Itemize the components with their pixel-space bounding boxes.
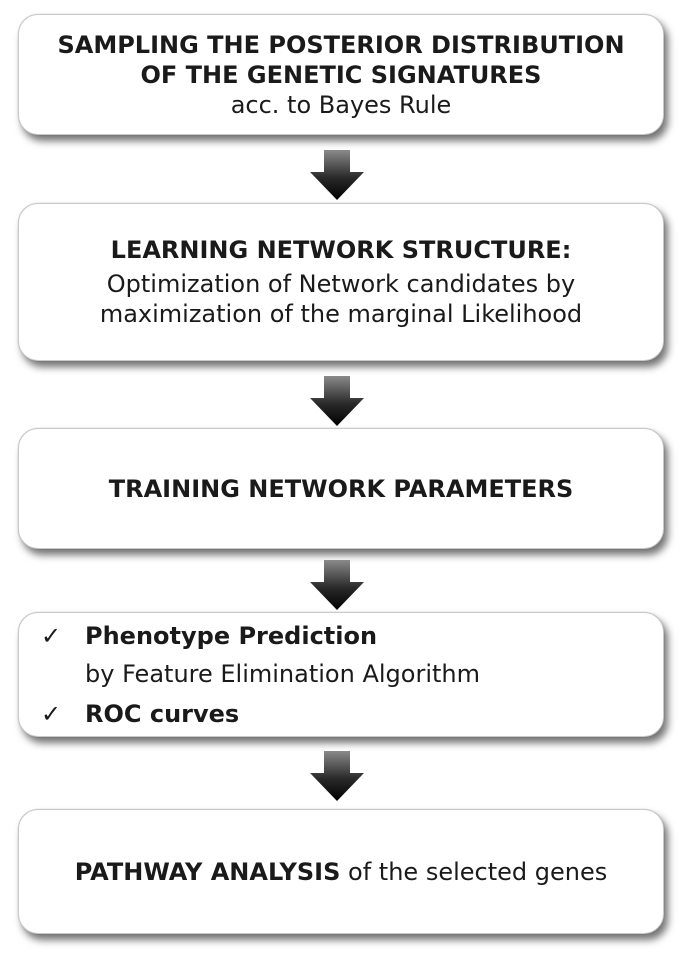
checklist-item-phenotype-detail: by Feature Elimination Algorithm [85,660,480,688]
step-learning-structure-desc-line1: Optimization of Network candidates by [106,270,576,298]
step-prediction-box: ✓ Phenotype Prediction by Feature Elimin… [18,612,664,737]
down-arrow-icon [310,560,364,610]
step-training-parameters-title: TRAINING NETWORK PARAMETERS [108,474,574,503]
checklist-item-roc: ✓ ROC curves [41,699,239,729]
step-learning-structure-title: LEARNING NETWORK STRUCTURE: [110,236,572,264]
step-pathway-analysis-bold: PATHWAY ANALYSIS [74,857,341,886]
step-pathway-analysis-rest: of the selected genes [340,857,608,886]
checklist-item-phenotype: ✓ Phenotype Prediction [41,621,377,651]
step-learning-structure-box: LEARNING NETWORK STRUCTURE: Optimization… [18,203,664,361]
step-sampling-subtitle: acc. to Bayes Rule [230,90,452,119]
step-pathway-analysis-text: PATHWAY ANALYSIS of the selected genes [75,857,607,887]
check-icon: ✓ [41,622,62,650]
down-arrow-icon [310,751,364,801]
step-sampling-title-line2: OF THE GENETIC SIGNATURES [140,60,542,89]
step-training-parameters-box: TRAINING NETWORK PARAMETERS [18,428,664,549]
step-sampling-title-line1: SAMPLING THE POSTERIOR DISTRIBUTION [57,30,625,59]
down-arrow-icon [310,376,364,426]
down-arrow-icon [310,150,364,200]
step-pathway-analysis-box: PATHWAY ANALYSIS of the selected genes [18,809,664,934]
step-sampling-box: SAMPLING THE POSTERIOR DISTRIBUTION OF T… [18,14,664,135]
checklist-item-roc-label: ROC curves [85,700,240,728]
step-learning-structure-desc-line2: maximization of the marginal Likelihood [99,300,583,328]
checklist-item-phenotype-label: Phenotype Prediction [85,622,378,650]
check-icon: ✓ [41,700,62,728]
